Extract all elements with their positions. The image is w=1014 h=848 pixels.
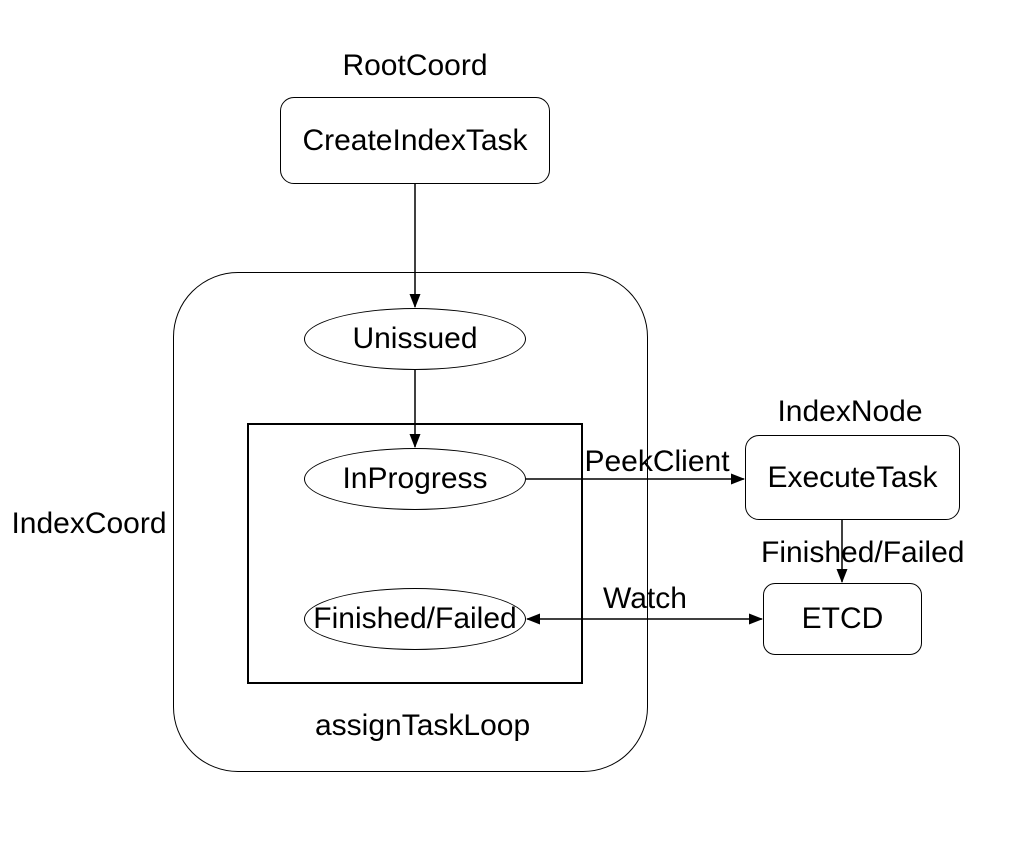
etcd-label: ETCD bbox=[801, 602, 884, 635]
unissued-state: Unissued bbox=[304, 308, 526, 370]
inprogress-label: InProgress bbox=[342, 462, 488, 495]
unissued-label: Unissued bbox=[352, 322, 478, 355]
execute-task-node: ExecuteTask bbox=[745, 435, 960, 520]
assigntaskloop-label: assignTaskLoop bbox=[315, 709, 531, 742]
finished-failed-state: Finished/Failed bbox=[304, 588, 526, 650]
peekclient-edge-label: PeekClient bbox=[584, 445, 730, 478]
inprogress-state: InProgress bbox=[304, 448, 526, 510]
etcd-node: ETCD bbox=[763, 583, 922, 655]
create-index-task-label: CreateIndexTask bbox=[302, 123, 528, 157]
finished-failed-state-label: Finished/Failed bbox=[313, 602, 517, 635]
rootcoord-label: RootCoord bbox=[342, 49, 488, 82]
indexnode-label: IndexNode bbox=[777, 395, 923, 428]
index-coord-container bbox=[173, 272, 648, 772]
indexcoord-label: IndexCoord bbox=[11, 507, 167, 540]
watch-edge-label: Watch bbox=[603, 582, 687, 615]
finished-failed-edge-label: Finished/Failed bbox=[761, 536, 965, 569]
execute-task-label: ExecuteTask bbox=[767, 460, 938, 494]
create-index-task-node: CreateIndexTask bbox=[280, 97, 550, 184]
